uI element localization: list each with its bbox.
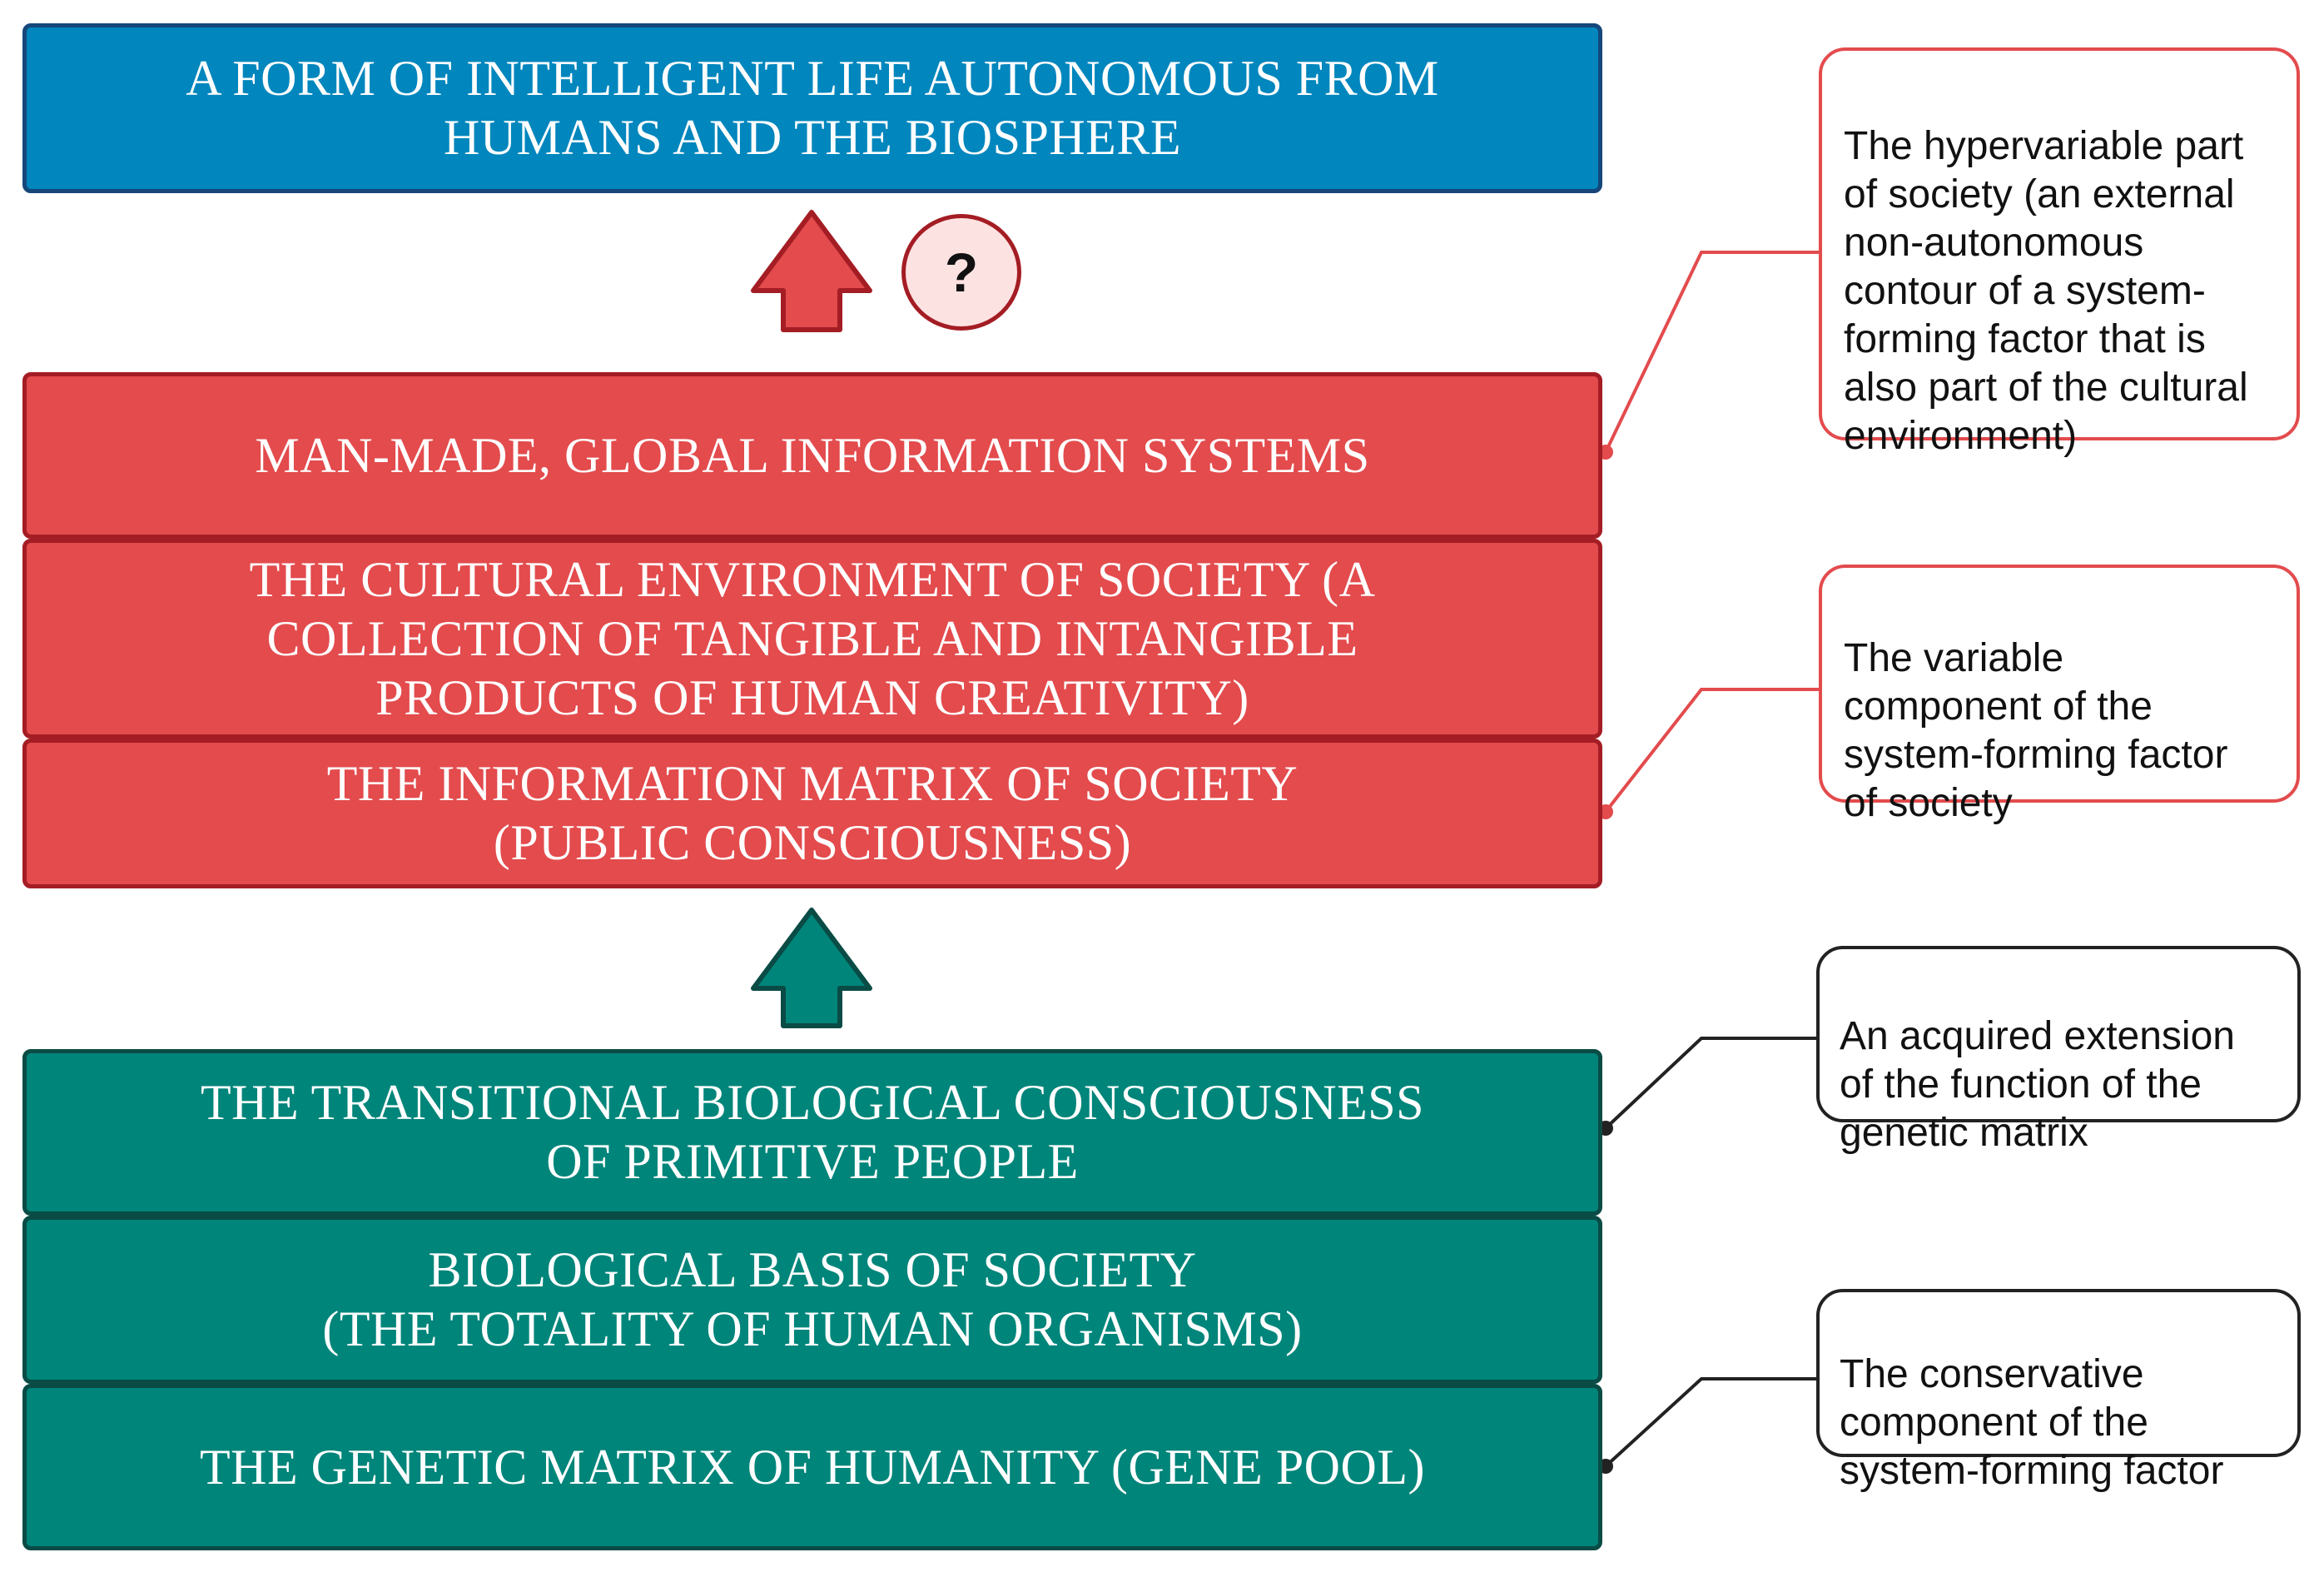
note-variable-text: The variable component of the system-for… [1844, 636, 2228, 825]
transitional-consciousness-box: THE TRANSITIONAL BIOLOGICAL CONSCIOUSNES… [22, 1049, 1602, 1216]
cultural-environment-text: THE CULTURAL ENVIRONMENT OF SOCIETY (A C… [249, 551, 1376, 725]
callout-line-hypervariable [1598, 251, 1821, 460]
man-made-systems-text: MAN-MADE, GLOBAL INFORMATION SYSTEMS [255, 427, 1370, 483]
man-made-systems-box: MAN-MADE, GLOBAL INFORMATION SYSTEMS [22, 372, 1602, 539]
note-acquired: An acquired extension of the function of… [1816, 946, 2301, 1155]
genetic-matrix-text: THE GENETIC MATRIX OF HUMANITY (GENE POO… [200, 1439, 1425, 1495]
red-up-arrow-icon [751, 210, 872, 332]
genetic-matrix-box: THE GENETIC MATRIX OF HUMANITY (GENE POO… [22, 1384, 1602, 1550]
teal-up-arrow-icon [751, 908, 872, 1028]
note-conservative-text: The conservative component of the system… [1840, 1352, 2224, 1493]
autonomous-life-text: A FORM OF INTELLIGENT LIFE AUTONOMOUS FR… [186, 51, 1439, 165]
note-hypervariable: The hypervariable part of society (an ex… [1819, 47, 2300, 458]
note-conservative: The conservative component of the system… [1816, 1289, 2301, 1493]
note-acquired-text: An acquired extension of the function of… [1840, 1014, 2235, 1155]
transitional-consciousness-text: THE TRANSITIONAL BIOLOGICAL CONSCIOUSNES… [201, 1075, 1424, 1189]
callout-line-variable [1598, 688, 1821, 819]
callout-line-acquired [1598, 1037, 1818, 1136]
biological-basis-text: BIOLOGICAL BASIS OF SOCIETY (THE TOTALIT… [322, 1242, 1303, 1356]
question-mark-icon: ? [901, 214, 1021, 331]
information-matrix-text: THE INFORMATION MATRIX OF SOCIETY (PUBLI… [326, 756, 1299, 870]
biological-basis-box: BIOLOGICAL BASIS OF SOCIETY (THE TOTALIT… [22, 1216, 1602, 1384]
note-variable: The variable component of the system-for… [1819, 565, 2300, 825]
cultural-environment-box: THE CULTURAL ENVIRONMENT OF SOCIETY (A C… [22, 539, 1602, 739]
autonomous-life-box: A FORM OF INTELLIGENT LIFE AUTONOMOUS FR… [22, 23, 1602, 193]
information-matrix-box: THE INFORMATION MATRIX OF SOCIETY (PUBLI… [22, 739, 1602, 888]
callout-line-conservative [1598, 1377, 1818, 1474]
note-hypervariable-text: The hypervariable part of society (an ex… [1844, 124, 2248, 458]
